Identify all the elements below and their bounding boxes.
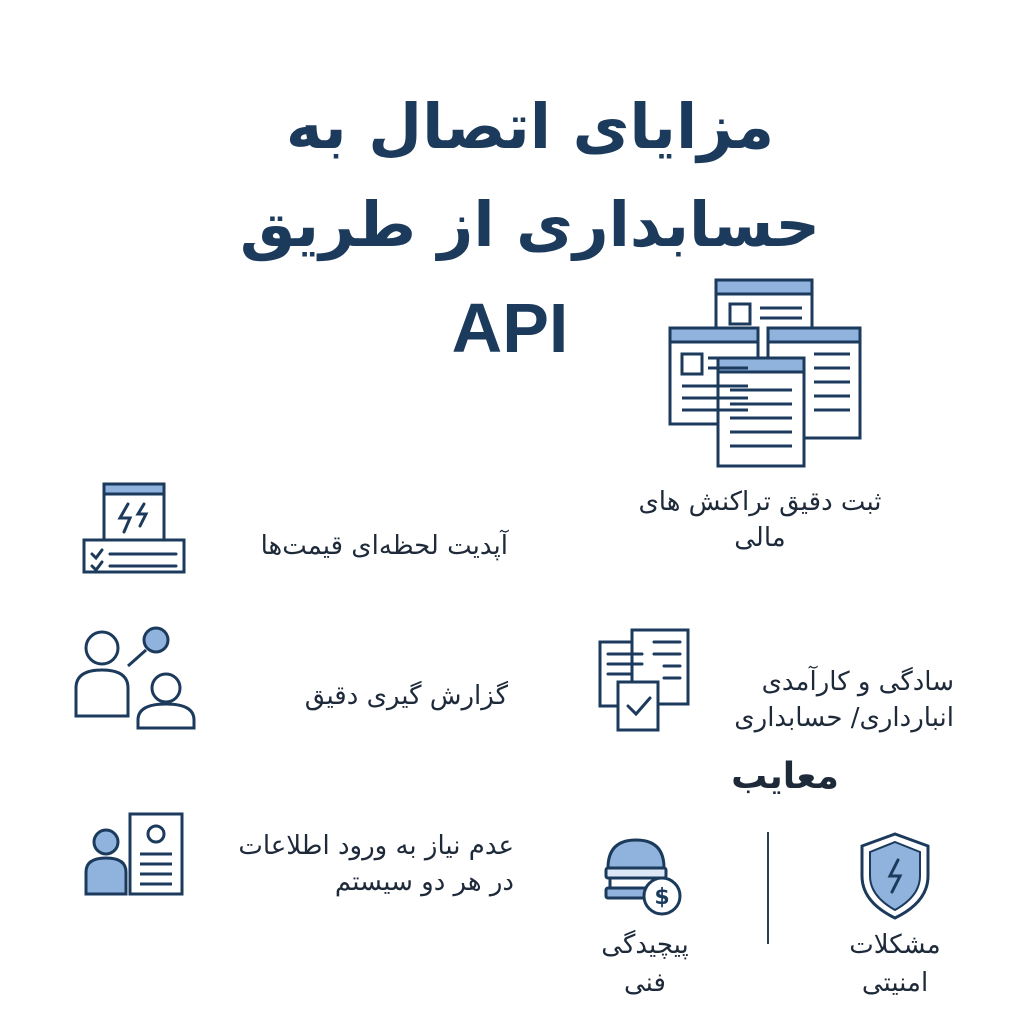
title-api: API xyxy=(451,289,569,367)
benefit-label-1: ثبت دقیق تراکنش های مالی xyxy=(638,487,882,553)
user-profile-card-icon xyxy=(84,812,184,896)
price-update-terminal-icon xyxy=(82,482,186,574)
disadvantage-label-1-line-1: مشکلات xyxy=(849,930,941,960)
disadvantage-label-1-line-2: امنیتی xyxy=(861,968,929,998)
people-reporting-icon xyxy=(74,626,196,730)
title-line-1: مزایای اتصال به xyxy=(285,90,775,163)
disadvantage-label-2: پیچیدگی فنی xyxy=(570,926,720,1002)
stacked-documents-icon xyxy=(668,278,862,468)
benefit-label-5-line-1: عدم نیاز به ورود اطلاعات xyxy=(238,831,514,861)
benefit-label-2: آپدیت لحظه‌ای قیمت‌ها xyxy=(260,531,508,561)
benefit-label-5: عدم نیاز به ورود اطلاعات در هر دو سیستم xyxy=(180,828,514,900)
title-line-2: حسابداری از طریق xyxy=(239,188,821,261)
cost-complexity-icon: $ xyxy=(604,838,682,916)
benefit-label-5-line-2: در هر دو سیستم xyxy=(334,867,514,897)
disadvantage-label-1: مشکلات امنیتی xyxy=(820,926,970,1002)
security-shield-icon xyxy=(860,832,930,920)
disadvantage-label-2-line-2: فنی xyxy=(624,968,666,998)
benefit-label-3: گزارش گیری دقیق xyxy=(304,681,508,711)
svg-text:$: $ xyxy=(654,885,669,910)
benefit-label-4-line-1: سادگی و کارآمدی xyxy=(761,667,954,697)
disadvantage-label-2-line-1: پیچیدگی xyxy=(601,930,689,960)
divider xyxy=(767,832,769,944)
page-title: مزایای اتصال به حسابداری از طریق xyxy=(180,78,880,274)
benefit-label-4: سادگی و کارآمدی انبارداری/ حسابداری xyxy=(698,664,954,736)
checked-documents-icon xyxy=(598,628,690,732)
disadvantages-title: معایب xyxy=(731,756,839,797)
benefit-label-4-line-2: انبارداری/ حسابداری xyxy=(734,703,954,733)
